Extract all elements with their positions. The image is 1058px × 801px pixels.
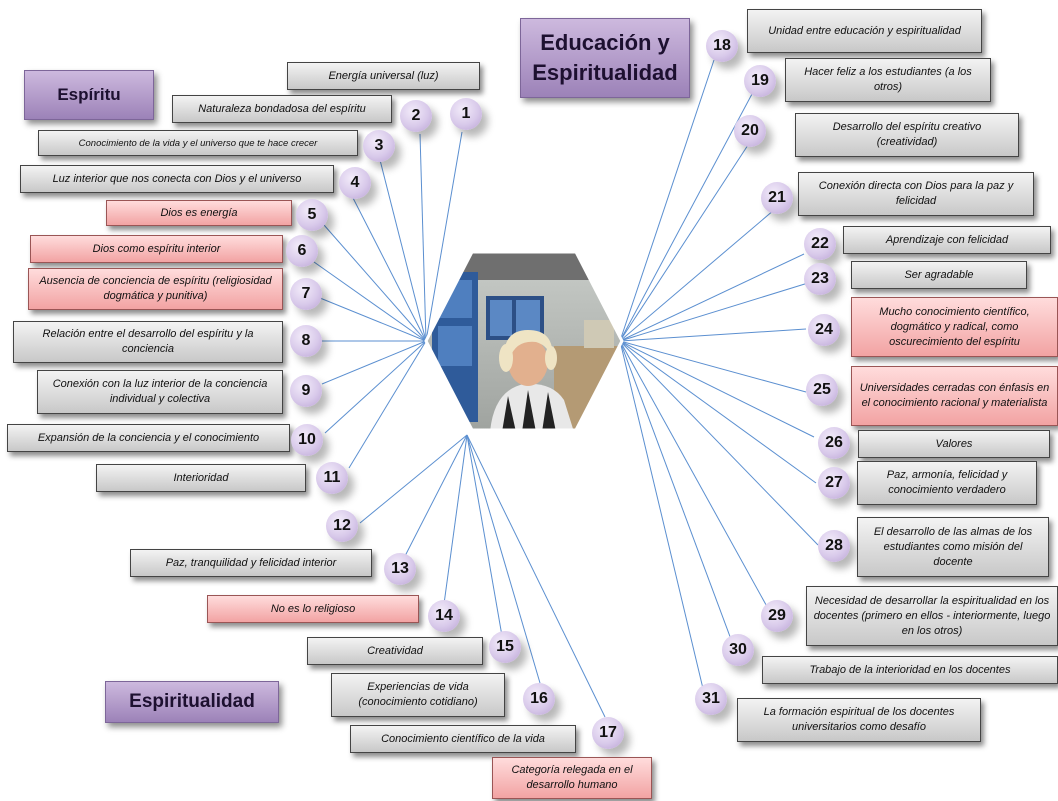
concept-box-17: Conocimiento científico de la vida xyxy=(350,725,576,753)
connector-18 xyxy=(619,59,715,342)
number-badge-25: 25 xyxy=(806,374,838,406)
number-badge-27: 27 xyxy=(818,467,850,499)
number-badge-26: 26 xyxy=(818,427,850,459)
connector-4 xyxy=(351,195,427,342)
number-badge-31: 31 xyxy=(695,683,727,715)
number-badge-18: 18 xyxy=(706,30,738,62)
concept-box-6: Dios como espíritu interior xyxy=(30,235,283,263)
number-badge-29: 29 xyxy=(761,600,793,632)
concept-box-4: Luz interior que nos conecta con Dios y … xyxy=(20,165,334,193)
connector-25 xyxy=(619,340,807,393)
concept-box-3: Conocimiento de la vida y el universo qu… xyxy=(38,130,358,156)
concept-box-11: Interioridad xyxy=(96,464,306,492)
number-badge-16: 16 xyxy=(523,683,555,715)
concept-box-28: El desarrollo de las almas de los estudi… xyxy=(857,517,1049,577)
title-espiritu: Espíritu xyxy=(24,70,154,120)
connector-31 xyxy=(619,340,706,698)
number-badge-9: 9 xyxy=(290,375,322,407)
connector-11 xyxy=(348,340,427,469)
concept-box-13: Paz, tranquilidad y felicidad interior xyxy=(130,549,372,577)
connector-13 xyxy=(403,434,468,559)
number-badge-19: 19 xyxy=(744,65,776,97)
number-badge-6: 6 xyxy=(286,235,318,267)
number-badge-14: 14 xyxy=(428,600,460,632)
connector-21 xyxy=(619,209,775,342)
connector-22 xyxy=(619,253,805,342)
title-espiritualidad: Espiritualidad xyxy=(105,681,279,723)
connector-2 xyxy=(419,133,427,342)
concept-box-25: Universidades cerradas con énfasis en el… xyxy=(851,366,1058,426)
connector-3 xyxy=(379,159,427,342)
number-badge-10: 10 xyxy=(291,424,323,456)
concept-box-23: Ser agradable xyxy=(851,261,1027,289)
connector-14 xyxy=(443,434,468,605)
concept-box-14: No es lo religioso xyxy=(207,595,419,623)
number-badge-7: 7 xyxy=(290,278,322,310)
concept-box-19: Hacer feliz a los estudiantes (a los otr… xyxy=(785,58,991,102)
concept-box-15: Creatividad xyxy=(307,637,483,665)
number-badge-17: 17 xyxy=(592,717,624,749)
concept-box-27: Paz, armonía, felicidad y conocimiento v… xyxy=(857,461,1037,505)
connector-7 xyxy=(319,297,427,342)
center-photo xyxy=(424,250,624,432)
number-badge-4: 4 xyxy=(339,167,371,199)
connector-16 xyxy=(466,434,541,684)
number-badge-11: 11 xyxy=(316,462,348,494)
concept-box-24: Mucho conocimiento científico, dogmático… xyxy=(851,297,1058,357)
number-badge-20: 20 xyxy=(734,115,766,147)
connector-12 xyxy=(359,434,468,524)
concept-box-22: Aprendizaje con felicidad xyxy=(843,226,1051,254)
title-educacion-espiritualidad: Educación y Espiritualidad xyxy=(520,18,690,98)
concept-box-10: Expansión de la conciencia y el conocimi… xyxy=(7,424,290,452)
number-badge-1: 1 xyxy=(450,98,482,130)
number-badge-13: 13 xyxy=(384,553,416,585)
concept-box-29: Necesidad de desarrollar la espiritualid… xyxy=(806,586,1058,646)
number-badge-3: 3 xyxy=(363,130,395,162)
connector-5 xyxy=(323,224,427,342)
number-badge-24: 24 xyxy=(808,314,840,346)
concept-box-2: Naturaleza bondadosa del espíritu xyxy=(172,95,392,123)
concept-box-20: Desarrollo del espíritu creativo (creati… xyxy=(795,113,1019,157)
concept-box-18: Unidad entre educación y espiritualidad xyxy=(747,9,982,53)
concept-box-9: Conexión con la luz interior de la conci… xyxy=(37,370,283,414)
concept-box-30: Trabajo de la interioridad en los docent… xyxy=(762,656,1058,684)
connector-1 xyxy=(425,131,463,342)
number-badge-12: 12 xyxy=(326,510,358,542)
connector-30 xyxy=(619,340,736,651)
connector-28 xyxy=(619,340,819,546)
number-badge-15: 15 xyxy=(489,631,521,663)
number-badge-8: 8 xyxy=(290,325,322,357)
concept-box-26: Valores xyxy=(858,430,1050,458)
connector-24 xyxy=(619,328,807,342)
connector-26 xyxy=(619,340,815,438)
number-badge-22: 22 xyxy=(804,228,836,260)
number-badge-30: 30 xyxy=(722,634,754,666)
connector-17 xyxy=(466,434,606,718)
concept-box-16: Experiencias de vida (conocimiento cotid… xyxy=(331,673,505,717)
number-badge-5: 5 xyxy=(296,199,328,231)
number-badge-21: 21 xyxy=(761,182,793,214)
connector-9 xyxy=(321,340,427,385)
number-badge-23: 23 xyxy=(804,263,836,295)
concept-box-31: La formación espiritual de los docentes … xyxy=(737,698,981,742)
number-badge-2: 2 xyxy=(400,100,432,132)
connector-10 xyxy=(324,340,427,434)
concept-box-8: Relación entre el desarrollo del espírit… xyxy=(13,321,283,363)
connector-23 xyxy=(619,282,809,342)
connector-20 xyxy=(619,144,749,342)
connector-29 xyxy=(619,340,771,613)
connector-6 xyxy=(313,261,427,342)
concept-box-7: Ausencia de conciencia de espíritu (reli… xyxy=(28,268,283,310)
concept-box-1: Energía universal (luz) xyxy=(287,62,480,90)
connector-19 xyxy=(619,93,753,342)
concept-box-5: Dios es energía xyxy=(106,200,292,226)
concept-box-21: Conexión directa con Dios para la paz y … xyxy=(798,172,1034,216)
connector-15 xyxy=(466,434,503,637)
concept-box-17b: Categoría relegada en el desarrollo huma… xyxy=(492,757,652,799)
connector-27 xyxy=(619,340,817,484)
number-badge-28: 28 xyxy=(818,530,850,562)
